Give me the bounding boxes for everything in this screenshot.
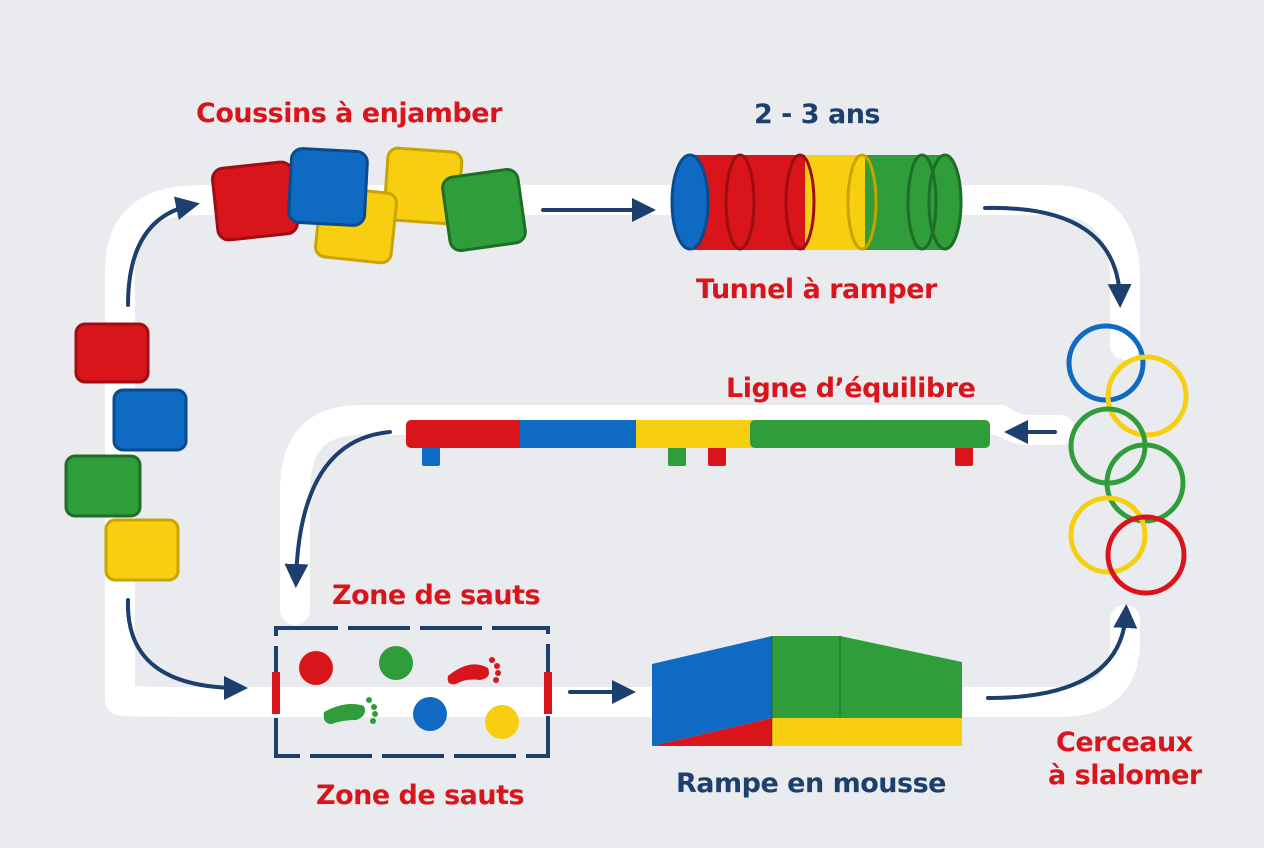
side-cushions (64, 322, 188, 582)
arrow-left-up-to-cushions (126, 196, 200, 307)
slalom-hoops (1066, 323, 1189, 596)
arrow-balance-to-jumps (284, 430, 392, 588)
crawl-tunnel (670, 153, 963, 251)
jump-spot-yellow (485, 705, 519, 739)
hoop (1066, 323, 1146, 403)
jump-spot-red (299, 651, 333, 685)
label-hoops-line2: à slalomer (1048, 760, 1202, 791)
label-age-range: 2 - 3 ans (754, 99, 881, 130)
stepping-cushions (211, 146, 527, 265)
hoop (1105, 354, 1189, 438)
foam-ramp (652, 636, 962, 746)
label-jump-zone-bottom: Zone de sauts (316, 780, 525, 811)
label-jump-zone-top: Zone de sauts (332, 580, 541, 611)
cushion-red (211, 160, 299, 242)
arrow-left-to-jumps (125, 598, 248, 700)
footprint-icon (447, 657, 501, 685)
hoop (1104, 442, 1186, 524)
arrow-ramp-to-hoops (986, 604, 1138, 700)
hoop (1105, 514, 1187, 596)
cushion-blue (287, 147, 369, 227)
jump-spot-blue (413, 697, 447, 731)
label-balance-line: Ligne d’équilibre (726, 373, 976, 404)
cushion-red (74, 322, 150, 384)
jump-spot-green (379, 646, 413, 680)
cushion-green (441, 167, 527, 253)
white-pathway (105, 185, 1140, 717)
cushion-yellow (104, 518, 180, 582)
cushion-green (64, 454, 142, 518)
arrow-tunnel-to-hoops (983, 205, 1132, 308)
jump-zone (272, 626, 552, 758)
footprint-icon (323, 697, 378, 724)
label-stepping-cushions: Coussins à enjamber (196, 98, 502, 129)
label-crawl-tunnel: Tunnel à ramper (696, 274, 937, 305)
cushion-blue (112, 388, 188, 452)
label-foam-ramp: Rampe en mousse (676, 768, 946, 799)
balance-beam (406, 420, 990, 466)
label-hoops-line1: Cerceaux (1056, 727, 1193, 758)
flow-arrows (125, 196, 1138, 704)
hoop (1068, 495, 1148, 575)
